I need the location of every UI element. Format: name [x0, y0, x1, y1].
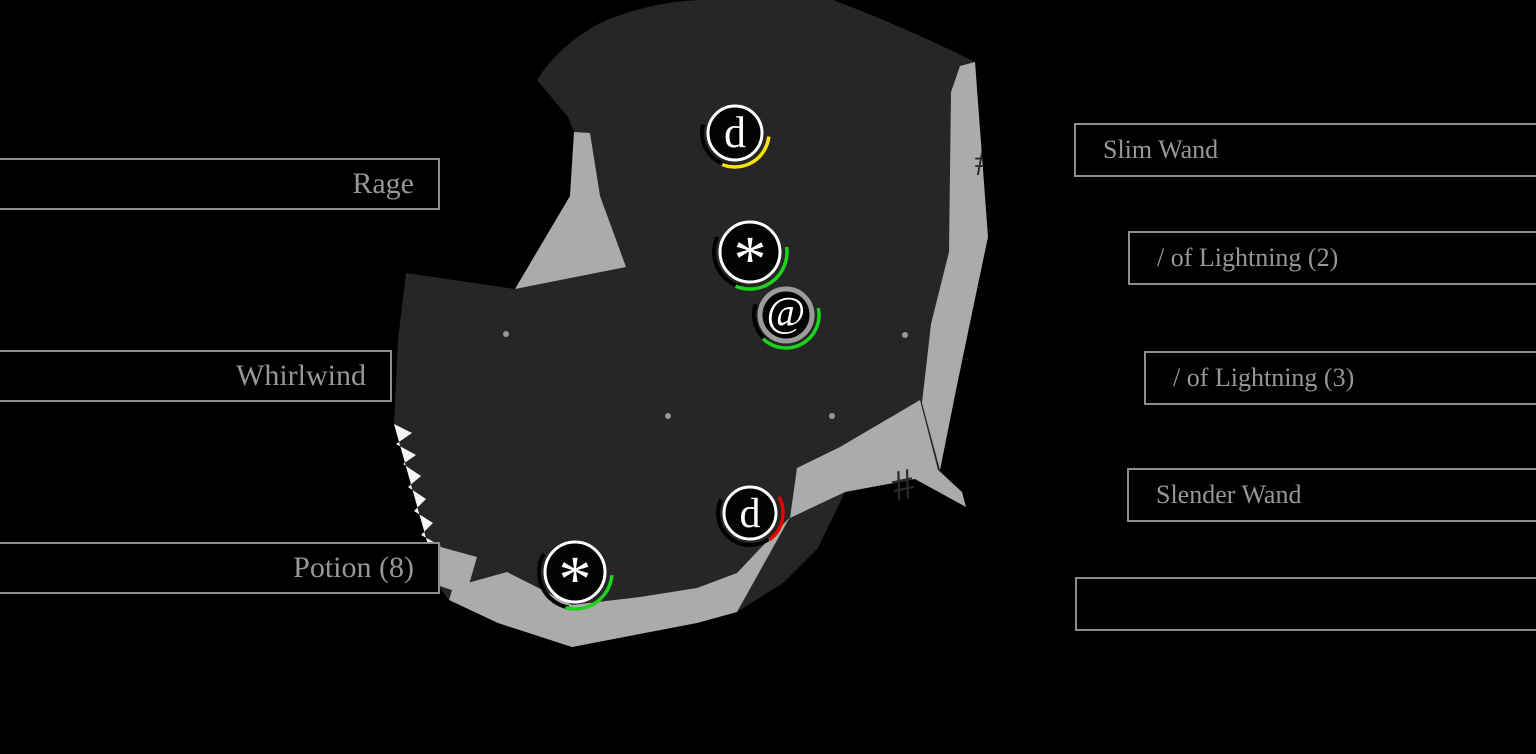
token-circle: [718, 220, 782, 284]
callout-potion-8[interactable]: Potion (8): [0, 542, 440, 594]
token-glyph: @: [767, 290, 806, 336]
callout-of-lightning-3[interactable]: / of Lightning (3): [1144, 351, 1536, 405]
token-glyph: *: [559, 543, 592, 616]
token-glyph: d: [724, 108, 746, 157]
wall-hash-glyph: #: [975, 142, 994, 184]
callout-of-lightning-2[interactable]: / of Lightning (2): [1128, 231, 1536, 285]
token-shadow-arc: [712, 235, 742, 289]
callout-rage[interactable]: Rage: [0, 158, 440, 210]
item-asterisk-lower[interactable]: *: [536, 540, 614, 616]
token-health-arc: [768, 496, 785, 542]
callout-whirlwind[interactable]: Whirlwind: [0, 350, 392, 402]
token-health-arc: [761, 307, 821, 350]
token-shadow-arc: [716, 498, 770, 547]
callout-label: Slender Wand: [1156, 480, 1302, 509]
token-circle: [706, 104, 764, 162]
jagged-edge: [394, 424, 441, 552]
floor-dot: [829, 413, 835, 419]
floor-dot: [665, 413, 671, 419]
token-circle: [543, 540, 607, 604]
creature-d-lower[interactable]: d: [716, 485, 785, 547]
wall-strip-right: [922, 62, 988, 470]
callout-empty[interactable]: [1075, 577, 1536, 631]
wall-triangle-left: [437, 546, 477, 595]
wall-band-bottom: [449, 517, 790, 647]
callout-label: Whirlwind: [236, 359, 366, 392]
callout-label: / of Lightning (2): [1157, 243, 1339, 272]
callout-label: / of Lightning (3): [1173, 363, 1355, 392]
player-at[interactable]: @: [752, 286, 821, 350]
wall-strips: [437, 62, 988, 647]
token-health-arc: [734, 246, 789, 291]
callout-label: Slim Wand: [1103, 135, 1219, 164]
token-circle: [722, 485, 778, 541]
creature-d-upper[interactable]: d: [699, 104, 771, 169]
token-circle: [757, 286, 815, 344]
map-tokens: d*@d*: [536, 104, 821, 616]
callout-slim-wand[interactable]: Slim Wand: [1074, 123, 1536, 177]
callout-slender-wand[interactable]: Slender Wand: [1127, 468, 1536, 522]
item-asterisk-upper[interactable]: *: [712, 220, 789, 296]
token-glyph: *: [734, 223, 767, 296]
token-glyph: d: [740, 491, 761, 537]
callout-label: Rage: [352, 167, 414, 200]
callout-label: Potion (8): [293, 551, 414, 584]
floor-dot: [503, 331, 509, 337]
token-health-arc: [721, 136, 771, 169]
floor-dot: [902, 332, 908, 338]
token-shadow-arc: [536, 552, 570, 610]
token-health-arc: [564, 574, 614, 611]
wall-strip-left: [515, 132, 626, 289]
wall-band-bottom-right: [790, 400, 966, 518]
cavern-floor: [394, 0, 988, 647]
